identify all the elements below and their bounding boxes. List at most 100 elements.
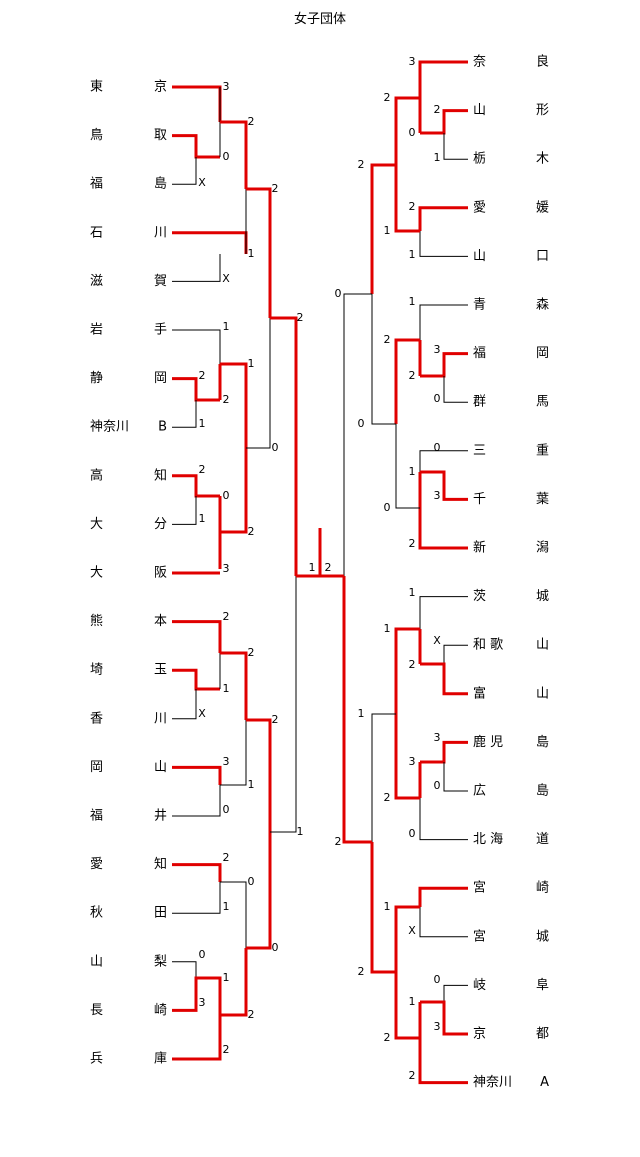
bracket-line xyxy=(394,714,420,800)
bracket-line xyxy=(394,627,420,714)
score-label: 1 xyxy=(409,586,416,599)
score-label: 1 xyxy=(409,248,416,261)
team-name-right: 千 xyxy=(473,492,486,507)
team-name-right: 茨 xyxy=(473,589,486,604)
page-title: 女子団体 xyxy=(293,12,346,27)
score-label: 2 xyxy=(384,91,391,104)
score-label: 0 xyxy=(272,441,279,454)
bracket-line xyxy=(246,832,272,950)
score-label: 2 xyxy=(248,115,255,128)
team-name-left: 滋 xyxy=(90,274,103,289)
team-name-left: 熊 xyxy=(90,613,103,629)
team-name-right: 奈 xyxy=(473,55,486,70)
bracket-line xyxy=(419,231,468,257)
score-label: 0 xyxy=(409,827,416,840)
bracket-line xyxy=(270,576,297,833)
score-label: 1 xyxy=(248,778,255,791)
team-name-left-end: 庫 xyxy=(154,1052,167,1067)
team-name-right-end: 道 xyxy=(536,832,549,847)
score-label: X xyxy=(408,924,416,937)
team-name-right-end: 木 xyxy=(536,152,549,167)
team-name-left: 兵 xyxy=(90,1052,103,1067)
team-name-left: 神奈川 xyxy=(90,420,129,435)
score-label: 0 xyxy=(384,501,391,514)
bracket-line xyxy=(246,187,272,318)
team-name-right: 愛 xyxy=(473,200,486,215)
score-label: 0 xyxy=(434,392,441,405)
team-name-right: 鹿 児 xyxy=(473,734,503,750)
score-label: 0 xyxy=(199,948,206,961)
score-label: 3 xyxy=(223,562,230,575)
team-name-right: 青 xyxy=(473,298,486,313)
team-name-left: 鳥 xyxy=(90,128,103,143)
team-name-left-end: 梨 xyxy=(154,954,167,969)
score-label: 2 xyxy=(409,1069,416,1082)
score-label: 0 xyxy=(248,875,255,888)
score-label: 3 xyxy=(434,343,441,356)
score-label: 3 xyxy=(223,755,230,768)
team-name-left-end: 賀 xyxy=(154,274,167,289)
team-name-left-end: 手 xyxy=(154,323,167,338)
bracket-line xyxy=(172,765,222,785)
team-name-left: 大 xyxy=(90,566,103,581)
team-name-right: 福 xyxy=(473,346,486,361)
score-label: 3 xyxy=(434,489,441,502)
team-name-right: 北 海 xyxy=(473,832,503,847)
team-name-right: 栃 xyxy=(473,152,486,167)
score-label: 1 xyxy=(199,512,206,525)
team-name-left: 香 xyxy=(90,711,103,726)
team-name-left-end: 崎 xyxy=(154,1003,167,1018)
team-name-right-end: 島 xyxy=(536,735,549,750)
score-label: 3 xyxy=(409,755,416,768)
bracket-line xyxy=(420,740,468,764)
score-label: 2 xyxy=(223,851,230,864)
score-label: 2 xyxy=(358,158,365,171)
score-label: 2 xyxy=(409,369,416,382)
score-label: 2 xyxy=(325,561,332,574)
team-name-right-end: 岡 xyxy=(536,346,549,361)
team-name-right-end: 城 xyxy=(536,589,549,604)
bracket-line xyxy=(419,907,468,938)
score-label: X xyxy=(433,634,441,647)
score-label: 2 xyxy=(248,646,255,659)
bracket-lines xyxy=(172,60,468,1085)
team-name-right: 群 xyxy=(473,395,486,410)
bracket-line xyxy=(172,785,221,817)
team-name-left-end: 玉 xyxy=(154,663,167,678)
score-label: 2 xyxy=(199,463,206,476)
bracket-line xyxy=(343,293,372,576)
team-name-right: 新 xyxy=(473,540,486,556)
score-label: 0 xyxy=(223,803,230,816)
bracket-line xyxy=(220,448,248,534)
team-name-right-end: 城 xyxy=(536,929,549,944)
score-label: 1 xyxy=(297,825,304,838)
score-label: 0 xyxy=(434,779,441,792)
bracket-line xyxy=(246,318,271,449)
team-name-right: 広 xyxy=(473,784,486,799)
team-name-right-end: 良 xyxy=(536,54,549,70)
team-name-right-end: 森 xyxy=(536,298,549,313)
team-name-right: 京 xyxy=(473,1027,486,1042)
team-name-left: 大 xyxy=(90,517,103,532)
bracket-line xyxy=(419,798,468,841)
team-name-left-end: 阪 xyxy=(154,566,167,581)
bracket-line xyxy=(172,961,197,978)
score-label: 1 xyxy=(199,417,206,430)
bracket-line xyxy=(418,886,468,907)
bracket-line xyxy=(371,294,396,425)
bracket-line xyxy=(220,120,248,189)
team-name-right-end: 都 xyxy=(536,1027,549,1042)
team-name-right: 山 xyxy=(473,103,486,118)
team-name-left: 長 xyxy=(90,1003,103,1018)
bracket-line xyxy=(172,1015,222,1061)
team-name-right-end: 山 xyxy=(536,638,549,653)
bracket-line xyxy=(172,620,222,653)
bracket-line xyxy=(419,596,468,629)
team-name-right: 宮 xyxy=(473,880,486,896)
team-name-right: 山 xyxy=(473,249,486,264)
team-name-left-end: 岡 xyxy=(154,371,167,386)
score-label: 2 xyxy=(409,537,416,550)
score-label: 1 xyxy=(384,900,391,913)
team-name-right-end: 形 xyxy=(536,103,549,118)
